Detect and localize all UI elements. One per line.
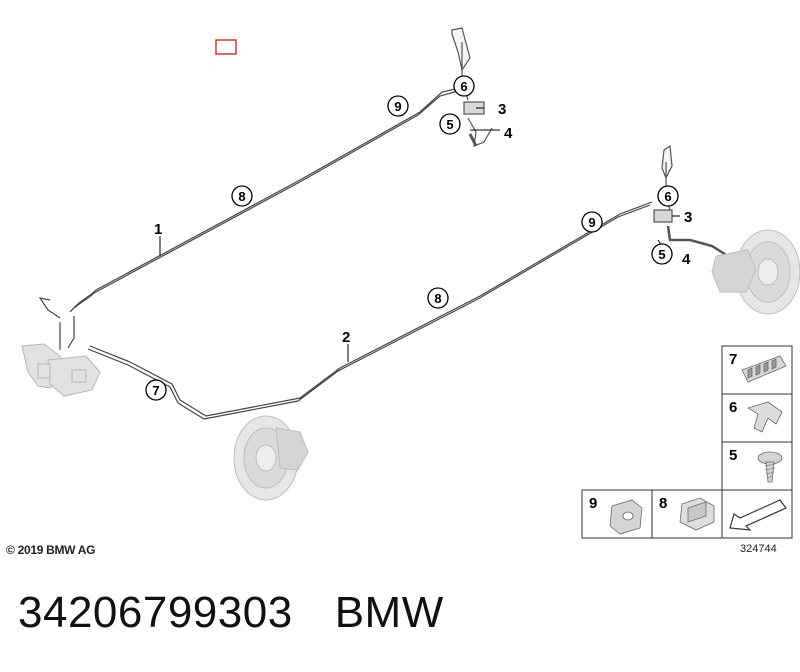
svg-text:9: 9 <box>588 215 595 230</box>
callout-5-right: 5 <box>651 243 673 265</box>
arrow-pointer-icon <box>729 499 787 531</box>
callouts: 6 9 5 8 6 9 5 8 <box>145 75 692 401</box>
callout-6-upper: 6 <box>453 75 475 97</box>
callout-8-upper: 8 <box>231 185 253 207</box>
svg-text:7: 7 <box>152 383 159 398</box>
panel-num-6: 6 <box>729 399 737 416</box>
bracket-clip-icon <box>747 401 783 433</box>
callout-9-upper: 9 <box>387 95 409 117</box>
callout-6-right: 6 <box>657 185 679 207</box>
footer: 34206799303 BMW <box>18 588 444 638</box>
callout-2: 2 <box>342 329 350 346</box>
callout-8-lower: 8 <box>427 287 449 309</box>
callout-9-right: 9 <box>581 211 603 233</box>
front-axle-unit <box>21 343 101 397</box>
panel-num-9: 9 <box>589 495 597 512</box>
rear-right-brake-disc <box>711 229 800 315</box>
svg-text:5: 5 <box>658 247 665 262</box>
panel-num-5: 5 <box>729 447 737 464</box>
svg-text:9: 9 <box>394 99 401 114</box>
brake-line-1 <box>38 87 461 350</box>
callout-3-upper: 3 <box>498 101 506 118</box>
svg-text:5: 5 <box>446 117 453 132</box>
svg-text:6: 6 <box>664 189 671 204</box>
panel-cell-5[interactable] <box>721 441 793 491</box>
part-number: 34206799303 <box>18 588 293 637</box>
svg-text:8: 8 <box>434 291 441 306</box>
copyright-notice: © 2019 BMW AG <box>6 543 95 557</box>
screw-icon <box>757 451 783 483</box>
retainer-clip-icon <box>679 497 715 531</box>
panel-num-7: 7 <box>729 351 737 368</box>
highlight-marker <box>215 39 237 55</box>
callout-7: 7 <box>145 379 167 401</box>
hose-holder-icon <box>741 355 787 383</box>
brake-line-2 <box>87 201 653 420</box>
callout-1: 1 <box>154 221 162 238</box>
rear-left-brake-disc <box>233 415 309 501</box>
diagram-number: 324744 <box>740 543 777 555</box>
svg-text:6: 6 <box>460 79 467 94</box>
leader-lines <box>159 107 680 362</box>
callout-5-upper: 5 <box>439 113 461 135</box>
brand-name: BMW <box>334 588 444 637</box>
callout-3-right: 3 <box>684 209 692 226</box>
pipe-clip-icon <box>609 499 643 535</box>
callout-4-upper: 4 <box>504 125 513 142</box>
svg-text:8: 8 <box>238 189 245 204</box>
callout-4-right: 4 <box>682 251 691 268</box>
panel-num-8: 8 <box>659 495 667 512</box>
